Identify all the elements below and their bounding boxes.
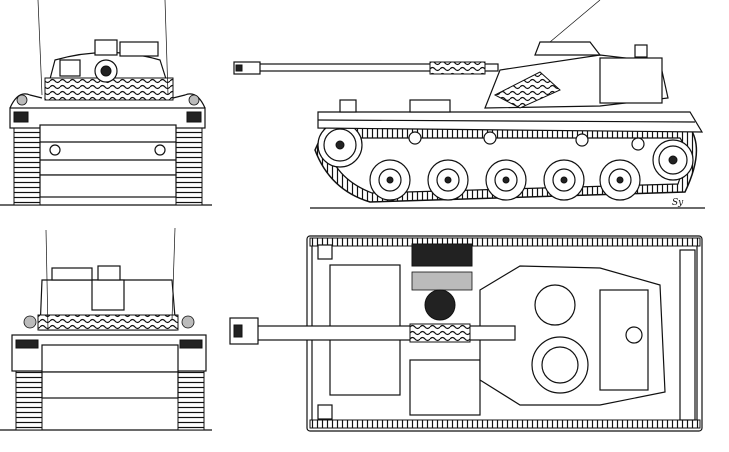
side-view: Sy [233, 0, 705, 209]
front-view [0, 0, 212, 206]
main-gun [233, 61, 499, 75]
road-wheels [369, 159, 641, 201]
artist-signature: Sy [672, 198, 684, 208]
main-gun-top [229, 317, 516, 345]
rear-view [0, 227, 212, 431]
front-idler [652, 139, 694, 181]
rear-sprocket [317, 122, 363, 168]
top-view [229, 235, 703, 432]
